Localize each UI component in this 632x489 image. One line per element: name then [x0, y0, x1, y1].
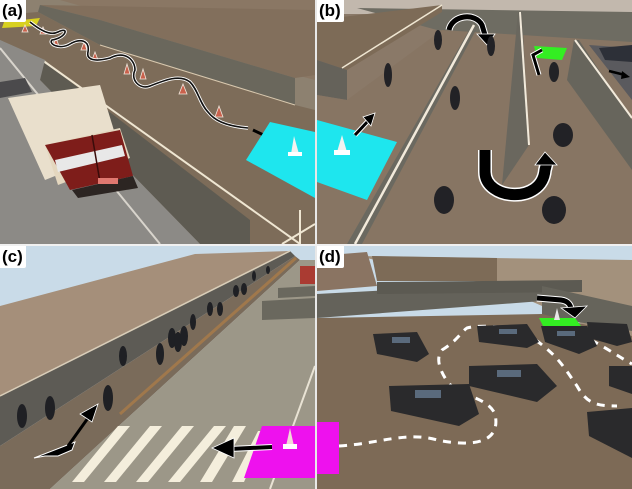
- exit-arrow-icon: [608, 69, 630, 79]
- pickup-trucks: [373, 322, 632, 458]
- truck-windows: [392, 329, 575, 398]
- curved-down-arrow-icon: [536, 294, 589, 319]
- scene-d: [317, 246, 632, 489]
- panel-label-a: (a): [0, 0, 26, 22]
- green-goal-pad: [539, 318, 581, 326]
- green-goal-pad: [534, 46, 567, 60]
- forward-arrow-icon: [353, 112, 376, 137]
- panel-divider-horizontal: [0, 244, 632, 246]
- cyan-start-pad: [317, 120, 397, 200]
- scene-a: [0, 0, 315, 244]
- left-arrow-icon: [211, 437, 273, 459]
- turn-arrow-icon: [530, 47, 544, 76]
- magenta-start-pad: [244, 426, 315, 478]
- panel-d-parking-lot: (d): [317, 246, 632, 489]
- magenta-start-pad: [317, 422, 339, 474]
- scene-c: [0, 246, 315, 489]
- goal-cone: [291, 136, 299, 154]
- panel-a-slalom-course: (a): [0, 0, 315, 244]
- panel-label-d: (d): [317, 246, 344, 268]
- zebra-crosswalk: [72, 426, 266, 482]
- crowd-of-pedestrians: [17, 266, 270, 428]
- distant-truck: [300, 266, 315, 284]
- cyan-goal-pad: [246, 122, 315, 198]
- slalom-path: [29, 21, 249, 129]
- dashed-path: [338, 324, 618, 448]
- truck: [8, 85, 138, 198]
- start-pad: [2, 18, 40, 28]
- panel-c-crosswalk-crowd: (c): [0, 246, 315, 489]
- u-turn-arrow-icon: [478, 150, 558, 202]
- pedestrians: [384, 30, 573, 224]
- start-cone: [337, 135, 347, 152]
- start-cone: [286, 428, 294, 446]
- panel-b-zigzag-corridor: (b): [317, 0, 632, 244]
- curved-turn-arrow-icon: [445, 13, 496, 46]
- panel-label-b: (b): [317, 0, 344, 22]
- wooden-railing: [119, 256, 297, 416]
- parked-car: [599, 45, 632, 62]
- goal-cone: [554, 308, 560, 320]
- parked-car: [0, 78, 32, 98]
- bent-arrow-icon: [33, 403, 99, 459]
- panel-label-c: (c): [0, 246, 26, 268]
- scene-b: [317, 0, 632, 244]
